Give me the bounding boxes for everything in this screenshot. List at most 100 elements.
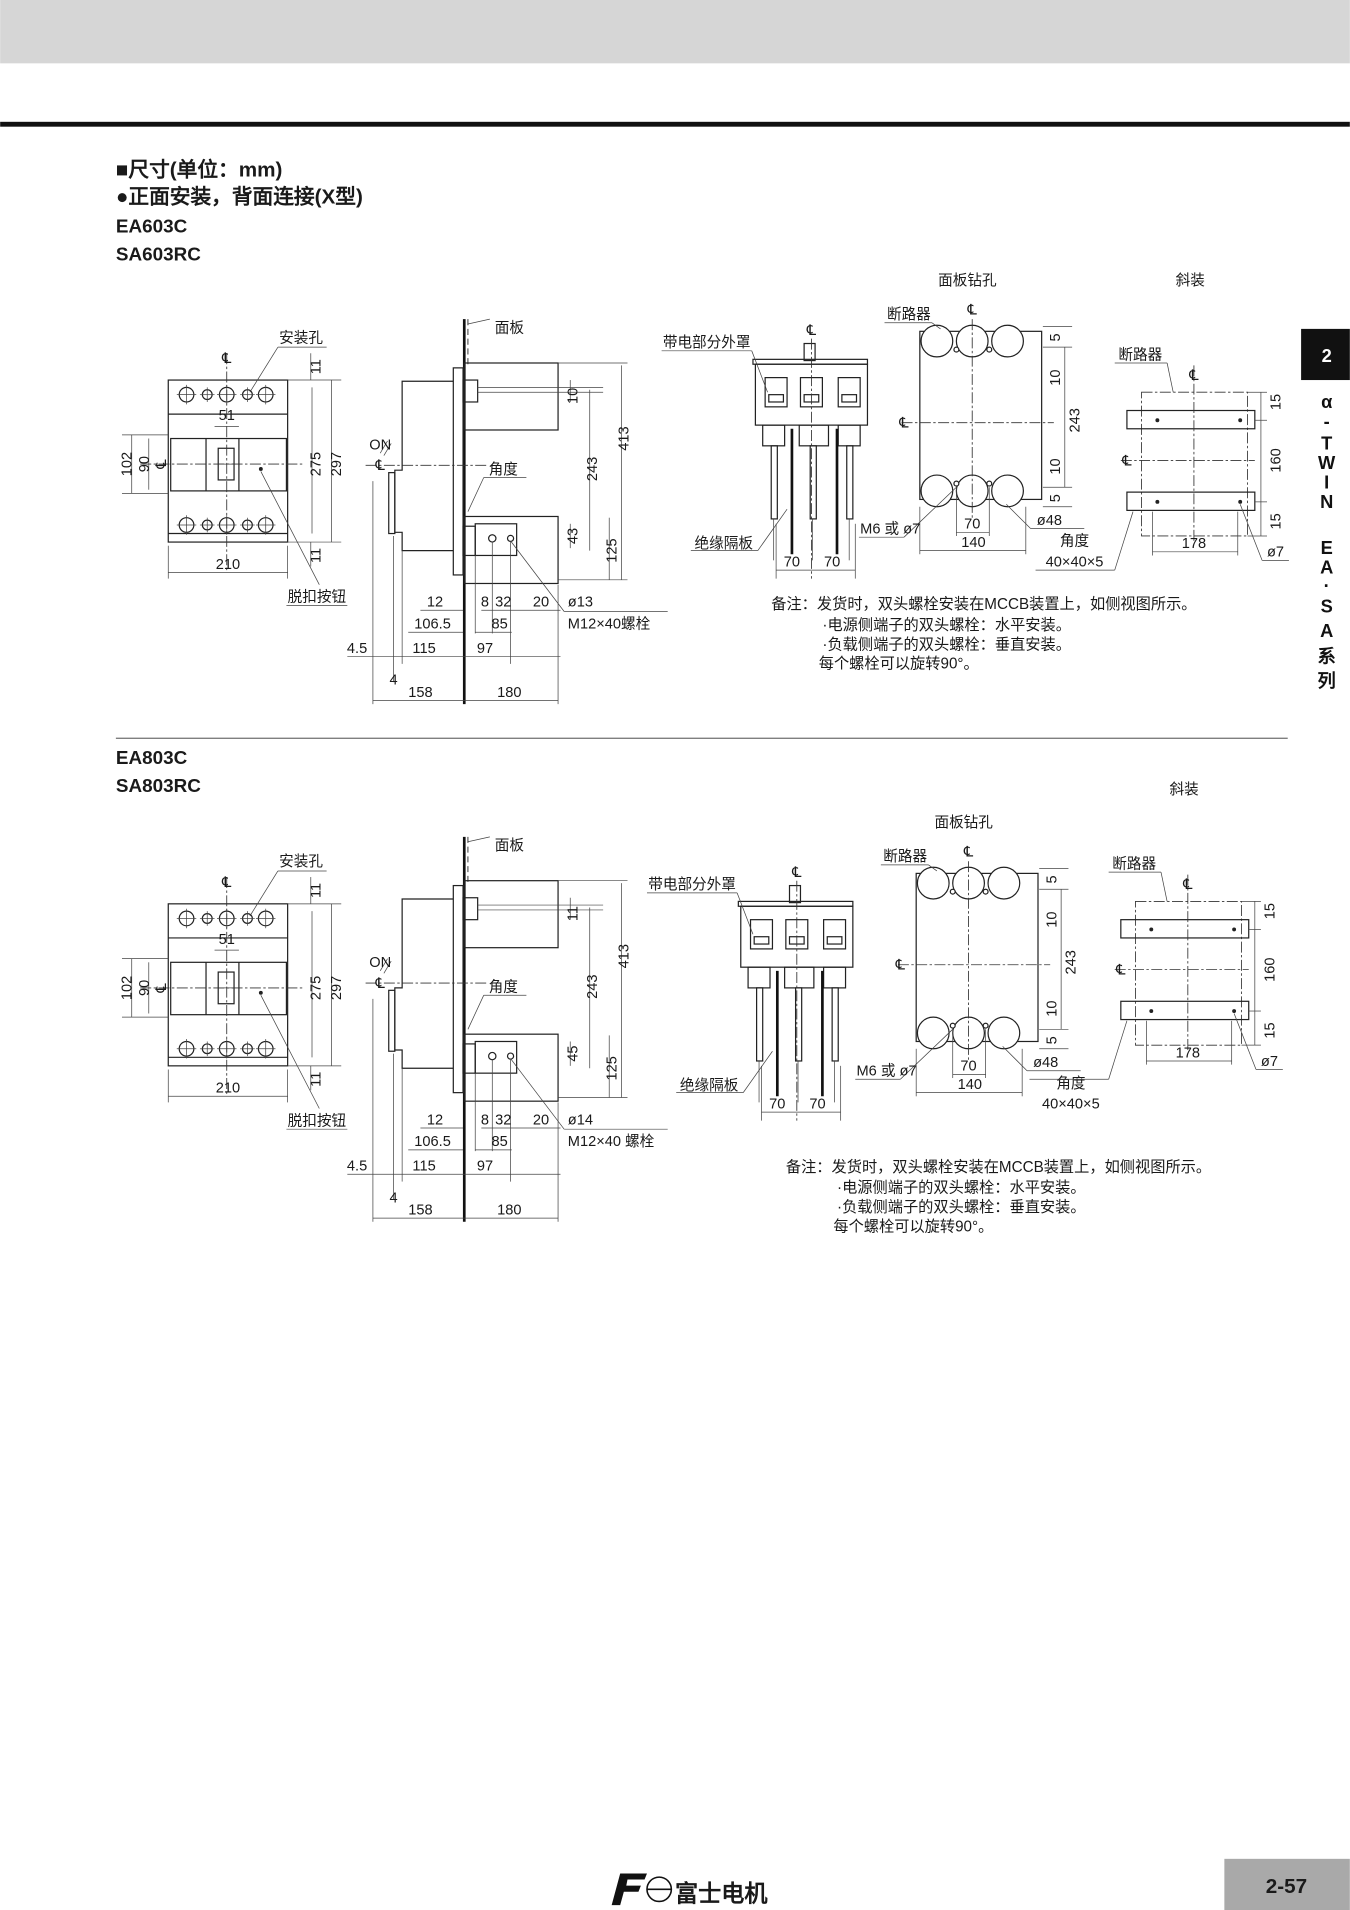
dimension-label-trip-button: 脱扣按钮 [288, 1113, 346, 1130]
model-name: SA603RC [116, 245, 201, 266]
drawing-line [467, 836, 490, 843]
dimension-label-dr10a: 10 [1048, 369, 1064, 385]
drawing-line [1108, 1020, 1128, 1080]
note-line: ·电源侧端子的双头螺栓：水平安装。 [822, 617, 1071, 634]
dimension-label-d51: 51 [219, 932, 235, 948]
dimension-label-dr70: 70 [960, 1059, 976, 1075]
chapter-number: 2 [1322, 345, 1332, 366]
bolt-hole [1149, 927, 1154, 932]
dimension-label-dr5b: 5 [1048, 494, 1064, 502]
note-line: 每个螺栓可以旋转90°。 [833, 1219, 993, 1236]
dimension-label-dr10b: 10 [1044, 1000, 1060, 1016]
dimension-label-cl: ℄ [967, 302, 978, 318]
series-letter: 系 [1318, 646, 1336, 667]
dimension-label-d70a: 70 [784, 554, 800, 570]
dimension-label-d275: 275 [309, 976, 325, 1000]
dimension-label-cl: ℄ [898, 416, 909, 432]
dimension-label-dr243: 243 [1064, 950, 1080, 974]
dimension-label-dr-screw: M6 或 ø7 [860, 521, 920, 538]
header-band [0, 0, 1350, 64]
screw-hole [986, 480, 993, 487]
drawing-line [260, 995, 320, 1109]
drawing-line [1002, 1046, 1028, 1071]
dimension-label-dr5b: 5 [1044, 1036, 1060, 1044]
chapter-tab[interactable]: 2 [1301, 328, 1350, 381]
dimension-label-angle: 角度 [489, 979, 519, 996]
drawing-outline [747, 966, 771, 989]
dimension-label-d297: 297 [329, 976, 345, 1000]
dimension-label-dr10a: 10 [1044, 912, 1060, 928]
drawing-outline [753, 936, 770, 945]
dimension-label-trip-button: 脱扣按钮 [288, 589, 346, 606]
drawing-outline [770, 445, 778, 520]
cutout-hole [916, 866, 950, 900]
dimension-label-ob-title: 斜装 [1176, 272, 1206, 289]
drawing-outline [762, 424, 786, 447]
drawing-line [903, 486, 957, 538]
cutout-hole [920, 324, 954, 358]
dimension-label-dr10b: 10 [1048, 458, 1064, 474]
drawing-hole [506, 1052, 515, 1060]
dimension-label-d210: 210 [216, 557, 240, 573]
drawing-outline [794, 987, 803, 1062]
dimension-label-d413: 413 [617, 426, 633, 450]
drawing-line [928, 864, 938, 872]
dimension-label-d10: 11 [566, 906, 582, 921]
note-line: ·负载侧端子的双头螺栓：垂直安装。 [837, 1199, 1086, 1216]
dimension-label-d4-5: 4.5 [347, 641, 367, 657]
drawing-line [379, 958, 388, 972]
dimension-label-d70b: 70 [824, 554, 840, 570]
dimension-label-cl: ℄ [221, 875, 232, 891]
drawing-line [510, 540, 565, 612]
note-line: 备注：发货时，双头螺栓安装在MCCB装置上，如侧视图所示。 [786, 1159, 1211, 1176]
dimension-label-d43: 45 [566, 1046, 582, 1062]
drawing-outline [823, 919, 847, 950]
drawing-outline [1120, 919, 1250, 939]
screw-hole [949, 1022, 956, 1029]
dimension-label-d97: 97 [477, 1159, 493, 1175]
drawing-outline [388, 989, 396, 1052]
series-letter: A [1320, 620, 1333, 641]
dimension-label-bolt: M12×40 螺栓 [568, 1133, 655, 1150]
dimension-label-angle-size: 40×40×5 [1042, 1096, 1100, 1112]
dimension-label-d20: 20 [533, 595, 549, 611]
note-line: ·电源侧端子的双头螺栓：水平安装。 [837, 1180, 1086, 1197]
drawing-outline [463, 1033, 559, 1102]
series-letter: · [1324, 575, 1330, 596]
dimension-label-d8: 8 [481, 595, 489, 611]
series-letter: T [1321, 432, 1332, 453]
cutout-hole [916, 1016, 950, 1050]
drawing-outline [452, 367, 464, 576]
dimension-label-ob-title: 斜装 [1170, 781, 1200, 798]
page-number: 2-57 [1266, 1875, 1307, 1898]
dimension-label-d11a: 11 [309, 359, 325, 374]
bolt-hole [1232, 927, 1237, 932]
drawing-outline [837, 377, 861, 408]
drawing-line [249, 870, 279, 917]
screw-hole [986, 346, 993, 353]
series-letter: α [1321, 391, 1333, 412]
drawing-outline [462, 379, 479, 403]
chapter-tab-box [1301, 328, 1350, 381]
drawing-line [1239, 504, 1263, 561]
drawing-outline [768, 394, 785, 403]
dimension-label-angle2: 角度 [1060, 533, 1090, 550]
drawing-outline [1135, 900, 1242, 1046]
dimension-label-dr140: 140 [958, 1077, 982, 1093]
dimension-label-d70b: 70 [809, 1096, 825, 1112]
screw-hole [953, 480, 960, 487]
drawing-outline [167, 903, 289, 1067]
dimension-label-d90: 90 [137, 456, 153, 472]
drawing-outline [784, 966, 815, 989]
dimension-label-cl: ℄ [221, 351, 232, 367]
drawing-outline [846, 445, 854, 520]
dimension-label-breaker: 断路器 [887, 306, 931, 323]
cutout-hole [987, 866, 1021, 900]
dimension-label-cl: ℄ [154, 983, 170, 994]
